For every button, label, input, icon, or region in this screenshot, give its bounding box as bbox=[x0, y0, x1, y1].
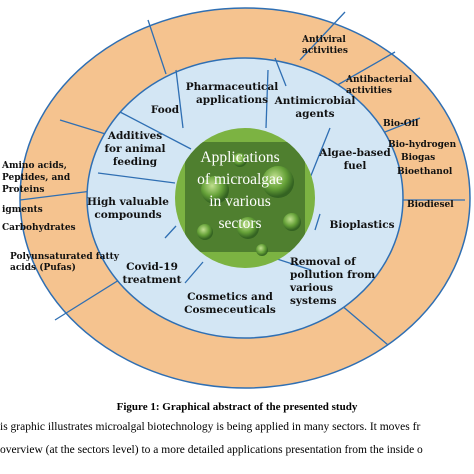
inner-divider-8 bbox=[97, 172, 176, 184]
outer-bioethanol-line-1: Bioethanol bbox=[397, 167, 453, 177]
outer-divider-2 bbox=[299, 11, 346, 61]
sector-high-value-line-2: compounds bbox=[94, 209, 161, 221]
outer-carbohydrates-line-1: Carbohydrates bbox=[2, 223, 76, 233]
outer-amino-acids-line-1: Amino acids, bbox=[1, 161, 67, 171]
sector-antimicrobial-line-2: agents bbox=[295, 108, 334, 120]
sector-cosmetics-line-2: Cosmeceuticals bbox=[184, 304, 276, 316]
center-title-line-2: of microalgae bbox=[197, 171, 283, 188]
outer-divider-1 bbox=[147, 19, 167, 75]
outer-biodiesel-line-1: Biodiesel bbox=[407, 200, 454, 210]
outer-bio-hydrogen: Bio-hydrogen bbox=[388, 140, 457, 150]
inner-divider-1 bbox=[175, 69, 184, 129]
center-title-line-1: Applications bbox=[200, 149, 279, 166]
outer-antiviral-line-2: activities bbox=[302, 46, 348, 56]
sector-bioplastics-line-1: Bioplastics bbox=[329, 219, 394, 231]
sector-bioplastics: Bioplastics bbox=[329, 219, 394, 231]
outer-antiviral-line-1: Antiviral bbox=[301, 35, 346, 45]
inner-divider-9 bbox=[119, 111, 192, 150]
sector-food-line-1: Food bbox=[151, 104, 180, 116]
outer-pufas-line-1: Polyunsaturated fatty bbox=[10, 252, 120, 262]
sector-high-value-line-1: High valuable bbox=[87, 196, 169, 208]
sector-pollution-line-1: Removal of bbox=[290, 256, 357, 268]
outer-pigments-line-1: igments bbox=[2, 205, 43, 215]
outer-biodiesel: Biodiesel bbox=[407, 200, 454, 210]
microalgae-photo bbox=[185, 142, 305, 256]
outer-antibacterial-line-2: activities bbox=[346, 86, 392, 96]
figure-caption: Figure 1: Graphical abstract of the pres… bbox=[116, 401, 358, 413]
outer-biogas-line-1: Biogas bbox=[401, 153, 435, 163]
inner-divider-3 bbox=[309, 127, 331, 179]
body-text-line-2: overview (at the sectors level) to a mor… bbox=[0, 444, 423, 456]
inner-divider-7 bbox=[164, 225, 177, 239]
sector-covid-line-1: Covid-19 bbox=[126, 261, 178, 273]
outer-amino-acids-line-3: Proteins bbox=[2, 185, 44, 195]
inner-divider-10 bbox=[274, 57, 287, 87]
inner-divider-4 bbox=[314, 213, 321, 231]
inner-divider-6 bbox=[184, 261, 204, 284]
sector-additives-line-1: Additives bbox=[107, 130, 162, 142]
sector-pollution-line-2: pollution from bbox=[290, 269, 375, 281]
sector-additives-line-3: feeding bbox=[113, 156, 158, 168]
sector-algae-fuel-line-2: fuel bbox=[344, 160, 367, 172]
center-title: Applications of microalgae in various secto… bbox=[197, 149, 283, 232]
outer-amino-acids-line-2: Peptides, and bbox=[2, 173, 71, 183]
sector-pharma-line-2: applications bbox=[196, 94, 268, 106]
inner-divider-5 bbox=[273, 257, 312, 271]
center-title-line-3: in various bbox=[209, 193, 271, 210]
sector-pharma-line-1: Pharmaceutical bbox=[186, 81, 279, 93]
sector-algae-fuel-line-1: Algae-based bbox=[318, 147, 391, 159]
body-text-line-1: is graphic illustrates microalgal biotec… bbox=[0, 421, 421, 433]
outer-pigments: igments bbox=[2, 205, 43, 215]
sector-cosmetics-line-1: Cosmetics and bbox=[187, 291, 273, 303]
sector-pollution-line-3: various bbox=[289, 282, 333, 294]
sector-covid-line-2: treatment bbox=[123, 274, 182, 286]
outer-pufas-line-2: acids (Pufas) bbox=[10, 262, 76, 273]
outer-biogas: Biogas bbox=[401, 153, 435, 163]
outer-bio-hydrogen-line-1: Bio-hydrogen bbox=[388, 140, 457, 150]
center-title-line-4: sectors bbox=[218, 215, 261, 232]
outer-bioethanol: Bioethanol bbox=[397, 167, 453, 177]
sector-antimicrobial-line-1: Antimicrobial bbox=[274, 95, 356, 107]
sector-pollution-line-4: systems bbox=[290, 295, 337, 307]
inner-divider-2 bbox=[265, 69, 269, 129]
sector-food: Food bbox=[151, 104, 180, 116]
outer-carbohydrates: Carbohydrates bbox=[2, 223, 76, 233]
outer-bio-oil-line-1: Bio-Oil bbox=[383, 119, 419, 129]
sector-additives-line-2: for animal bbox=[104, 143, 165, 155]
outer-bio-oil: Bio-Oil bbox=[383, 119, 419, 129]
outer-antibacterial-line-1: Antibacterial bbox=[345, 75, 413, 85]
inner-divider-lines bbox=[97, 57, 331, 284]
